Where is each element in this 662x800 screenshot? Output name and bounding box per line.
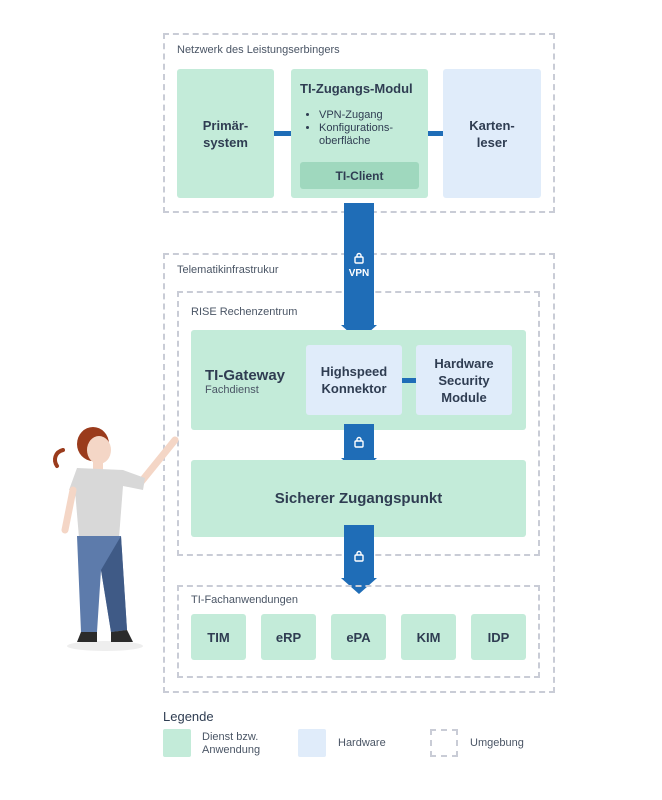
lock-icon [353,252,365,264]
network-zone-label: Netzwerk des Leistungserbingers [177,44,340,56]
legend-title: Legende [163,709,214,724]
telematik-zone-label: Telematikinfrastrukur [177,264,279,276]
bullet-vpn: VPN-Zugang [319,109,422,122]
app-tim: TIM [191,614,246,660]
bullet-config: Konfigurations- oberfläche [319,122,422,148]
access-point-box: Sicherer Zugangspunkt [191,460,526,537]
app-erp: eRP [261,614,316,660]
lock-icon [353,550,365,562]
legend-service-swatch [163,729,191,757]
legend-environment-swatch [430,729,458,757]
app-kim: KIM [401,614,456,660]
vpn-label: VPN [348,268,370,279]
connector-primary-module [274,131,291,136]
apps-zone-label: TI-Fachanwendungen [191,594,299,606]
konnektor-box: Highspeed Konnektor [306,345,402,415]
lock-icon [353,436,365,448]
primary-system-box: Primär- system [177,69,274,198]
ti-module-box: TI-Zugangs-Modul VPN-Zugang Konfiguratio… [291,69,428,198]
rise-zone-label: RISE Rechenzentrum [191,306,298,318]
person-illustration [45,420,195,660]
app-idp: IDP [471,614,526,660]
legend-hardware-label: Hardware [338,737,386,749]
legend-hardware-swatch [298,729,326,757]
apps-zone [177,585,540,678]
connector-konnektor-hsm [402,378,416,383]
vpn-arrow-shaft [344,203,374,326]
ti-module-title: TI-Zugangs-Modul [300,81,413,96]
connector-module-reader [428,131,443,136]
hsm-box: Hardware Security Module [416,345,512,415]
card-reader-box: Karten- leser [443,69,541,198]
ti-gateway-title: TI-Gateway [205,367,286,384]
ti-module-bullets: VPN-Zugang Konfigurations- oberfläche [307,109,422,148]
ti-client-box: TI-Client [300,162,419,189]
app-epa: ePA [331,614,386,660]
legend-service-label: Dienst bzw. Anwendung [202,731,261,756]
legend-environment-label: Umgebung [470,737,524,749]
ti-gateway-subtitle: Fachdienst [205,384,259,396]
